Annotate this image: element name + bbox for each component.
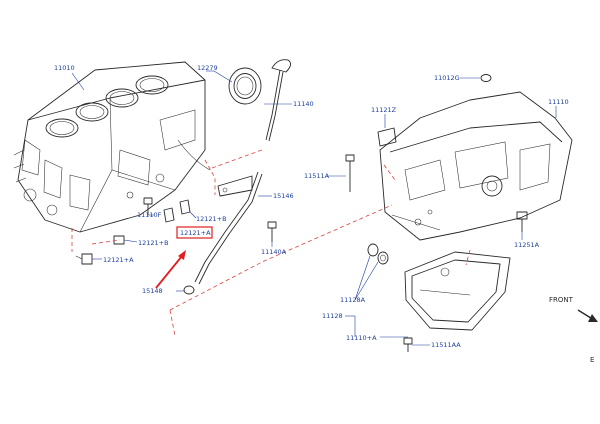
- oil-level-dipstick: [265, 59, 291, 142]
- label-drain-gasket: 11012G: [434, 74, 460, 82]
- reference-lines: [71, 149, 471, 337]
- lower-oil-pan: [404, 251, 511, 331]
- label-front: FRONT: [549, 296, 574, 304]
- screw-11511aa: [403, 337, 413, 352]
- bolt-11251a: [516, 211, 528, 232]
- label-stud: 11511A: [304, 172, 330, 180]
- label-drain-plug: 11128A: [340, 296, 366, 304]
- highlight-arrow: [155, 250, 186, 289]
- label-lower-pan-bolt: 11110+A: [346, 334, 377, 342]
- o-ring: [183, 285, 195, 295]
- label-block: 11010: [54, 64, 75, 72]
- label-bolt-a: 11140A: [261, 248, 287, 256]
- bolt-lower-left: [75, 253, 93, 265]
- label-corner-mark: E: [590, 356, 594, 364]
- front-direction-arrow: [577, 309, 598, 322]
- leader-lines: [71, 70, 557, 346]
- label-dipstick: 11140: [293, 100, 314, 108]
- drain-gasket: [480, 74, 492, 82]
- label-seal: 12279: [197, 64, 218, 72]
- bolt-11110f: [143, 197, 153, 215]
- label-pan-bolt-a: 11251A: [514, 241, 540, 249]
- label-baffle: 11121Z: [371, 106, 397, 114]
- label-upper-pan: 11110: [548, 98, 569, 106]
- drain-plug-parts: [367, 243, 389, 265]
- label-drain-group: 11128: [322, 312, 343, 320]
- baffle-plate: [377, 127, 397, 147]
- label-guide-tube: 15146: [273, 192, 294, 200]
- upper-oil-pan: [379, 91, 573, 241]
- label-lower-pan-screw: 11511AA: [431, 341, 461, 349]
- label-o-ring: 15148: [142, 287, 163, 295]
- dipstick-guide-tube: [194, 171, 263, 285]
- part-labels: 11010 12279 11140 15146 11140A 15148 111…: [54, 64, 594, 364]
- bolt-11140a: [267, 221, 277, 242]
- plug-12121a-lower: [113, 235, 125, 245]
- label-plug-a: 12121+A: [103, 256, 134, 264]
- plug-12121b-upper: [179, 199, 191, 215]
- cylinder-block: [13, 61, 211, 233]
- label-plug-b-upper: 12121+B: [196, 215, 227, 223]
- highlight-box: [176, 226, 213, 239]
- label-plug-b-lower: 12121+B: [138, 239, 169, 247]
- plug-12121b-lower: [163, 207, 175, 223]
- label-bolt-f: 11110F: [137, 211, 162, 219]
- stud-11511a: [345, 154, 355, 192]
- label-plug-a-highlight: 12121+A: [180, 229, 211, 237]
- crankshaft-oil-seal: [228, 67, 262, 105]
